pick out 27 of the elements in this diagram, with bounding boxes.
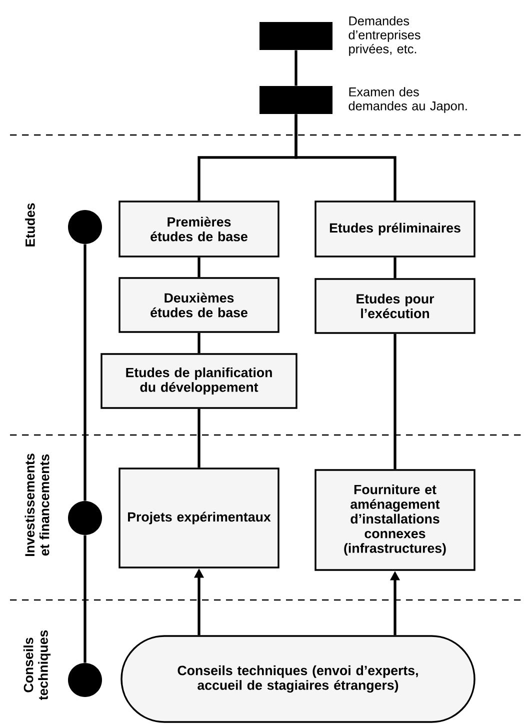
section-label: Investissements et financements (24, 454, 50, 556)
timeline-dot (68, 210, 102, 244)
connector-line (198, 332, 200, 354)
timeline-dot (68, 663, 102, 697)
rounded-box: Conseils techniques (envoi d’experts, accueil de stagiaires étrangers) (120, 635, 476, 723)
process-box: Etudes préliminaires (314, 200, 476, 258)
filled-box (260, 86, 332, 114)
process-box: Etudes pour l’exécution (314, 278, 476, 334)
connector-line (294, 50, 298, 86)
filled-box (260, 22, 332, 50)
process-box: Projets expérimentaux (118, 468, 280, 568)
side-text: Examen des demandes au Japon. (348, 87, 467, 113)
timeline-dot (68, 501, 102, 535)
process-box: Premières études de base (118, 200, 280, 258)
connector-line (84, 535, 86, 663)
section-label: Conseils techniques (23, 630, 51, 700)
side-text: Demandes d’entreprises privées, etc. (348, 16, 420, 56)
connector-line (394, 334, 396, 470)
connector-line (394, 257, 396, 278)
section-label: Etudes (25, 203, 35, 246)
process-box: Deuxièmes études de base (118, 277, 280, 333)
connector-line (294, 114, 396, 201)
connector-line (84, 244, 86, 501)
process-box: Etudes de planification du développement (100, 353, 298, 409)
process-box: Fourniture et aménagement d’installations connexes (infrastructures) (314, 469, 476, 571)
connector-line (198, 408, 200, 468)
connector-line (198, 257, 200, 278)
